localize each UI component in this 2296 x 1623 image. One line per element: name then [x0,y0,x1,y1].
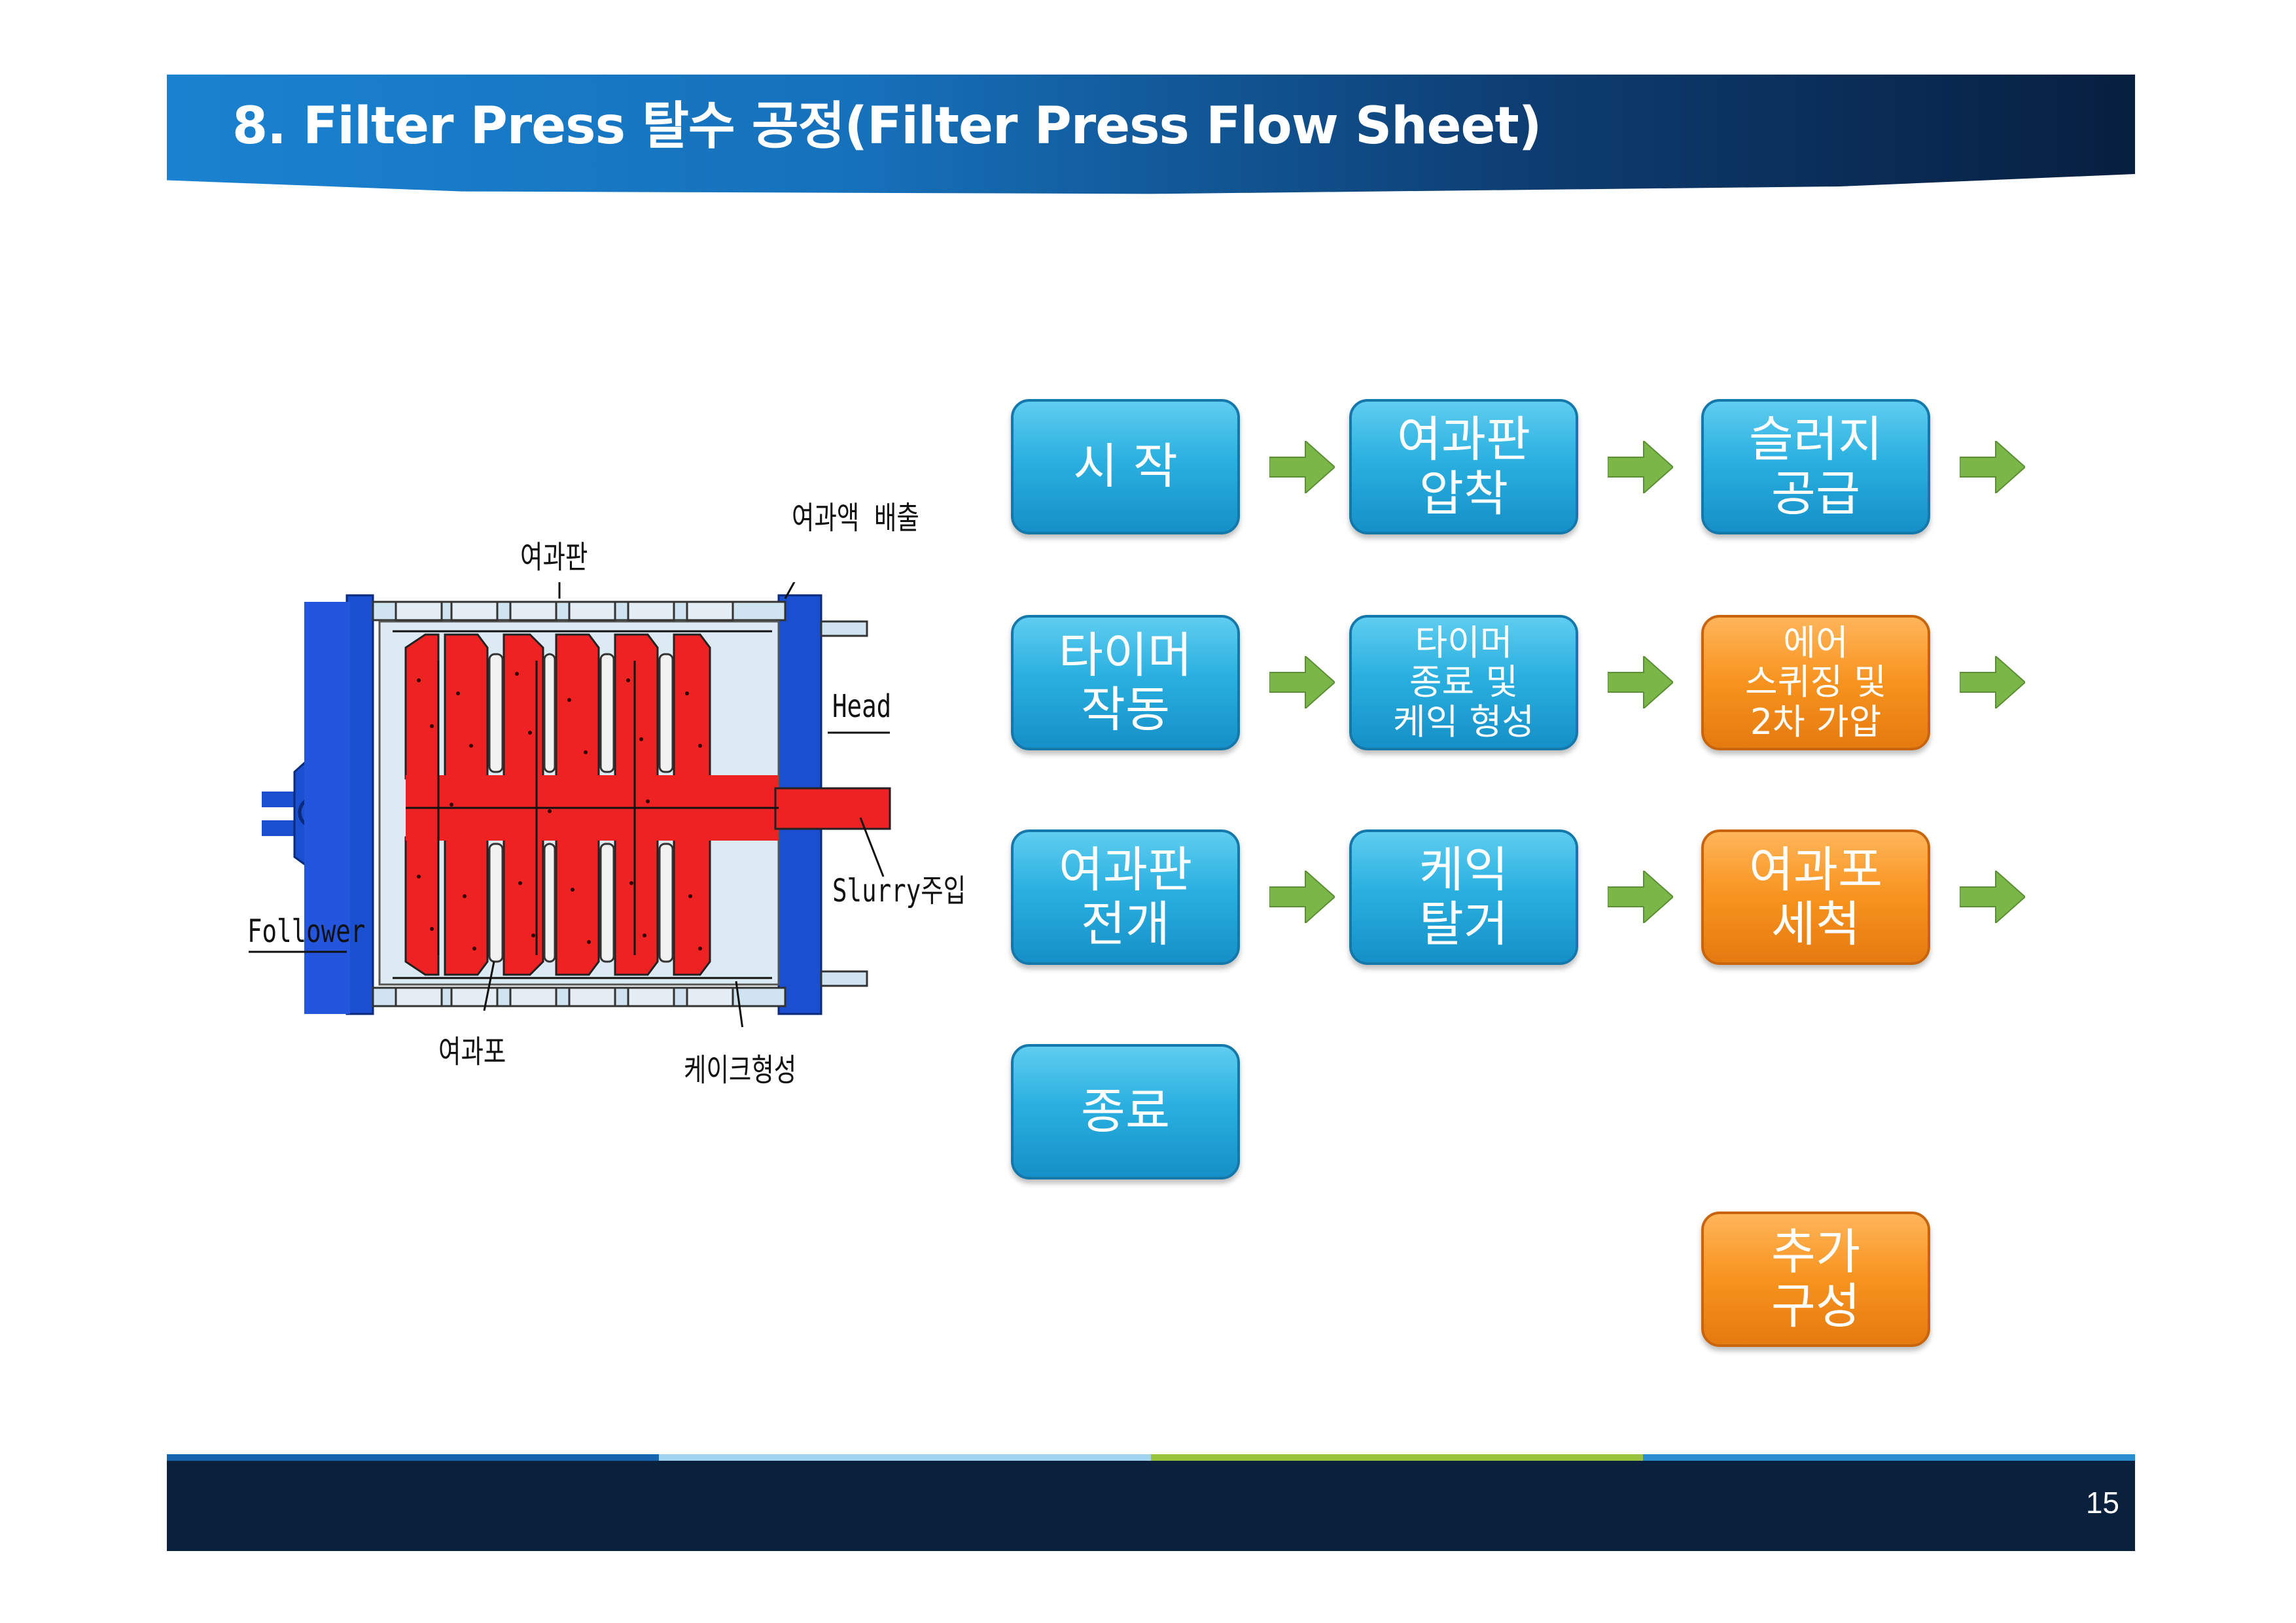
label-discharge: 여과액 배출 [792,500,919,536]
page-title: 8. Filter Press 탈수 공정(Filter Press Flow … [232,97,1542,156]
flow-air-squeeze: 에어 스퀴징 및 2차 가압 [1701,615,1930,750]
flow-end: 종료 [1011,1044,1240,1179]
arrow-right-icon [1960,441,2025,493]
filter-press-diagram [249,582,891,1027]
flow-cloth-wash: 여과포 세척 [1701,829,1930,965]
arrow-right-icon [1269,871,1335,923]
arrow-right-icon [1269,441,1335,493]
footer-stripe-lightblue [659,1454,1151,1461]
flow-start: 시 작 [1011,399,1240,534]
arrow-right-icon [1960,871,2025,923]
arrow-right-icon [1608,656,1673,708]
arrow-right-icon [1608,871,1673,923]
page-number: 15 [2085,1486,2119,1520]
flow-cake-remove: 케익 탈거 [1349,829,1578,965]
label-cake: 케이크형성 [684,1052,797,1089]
footer-stripe-blue2 [1643,1454,2135,1461]
flow-timer-run: 타이머 작동 [1011,615,1240,750]
flow-slurry-feed: 슬러지 공급 [1701,399,1930,534]
footer-stripe-green [1151,1454,1643,1461]
flow-plate-press: 여과판 압착 [1349,399,1578,534]
label-head: Head [832,688,892,725]
arrow-right-icon [1960,656,2025,708]
label-cloth: 여과포 [438,1034,506,1070]
label-follower: Follower [247,913,366,950]
footer-bar [167,1461,2135,1551]
label-plate: 여과판 [520,539,588,576]
arrow-right-icon [1608,441,1673,493]
header-banner [167,75,2135,194]
flow-plate-open: 여과판 전개 [1011,829,1240,965]
label-slurry: Slurry주입 [832,873,966,909]
flow-timer-end: 타이머 종료 및 케익 형성 [1349,615,1578,750]
arrow-right-icon [1269,656,1335,708]
footer-stripe-blue [167,1454,659,1461]
flow-extra: 추가 구성 [1701,1212,1930,1347]
